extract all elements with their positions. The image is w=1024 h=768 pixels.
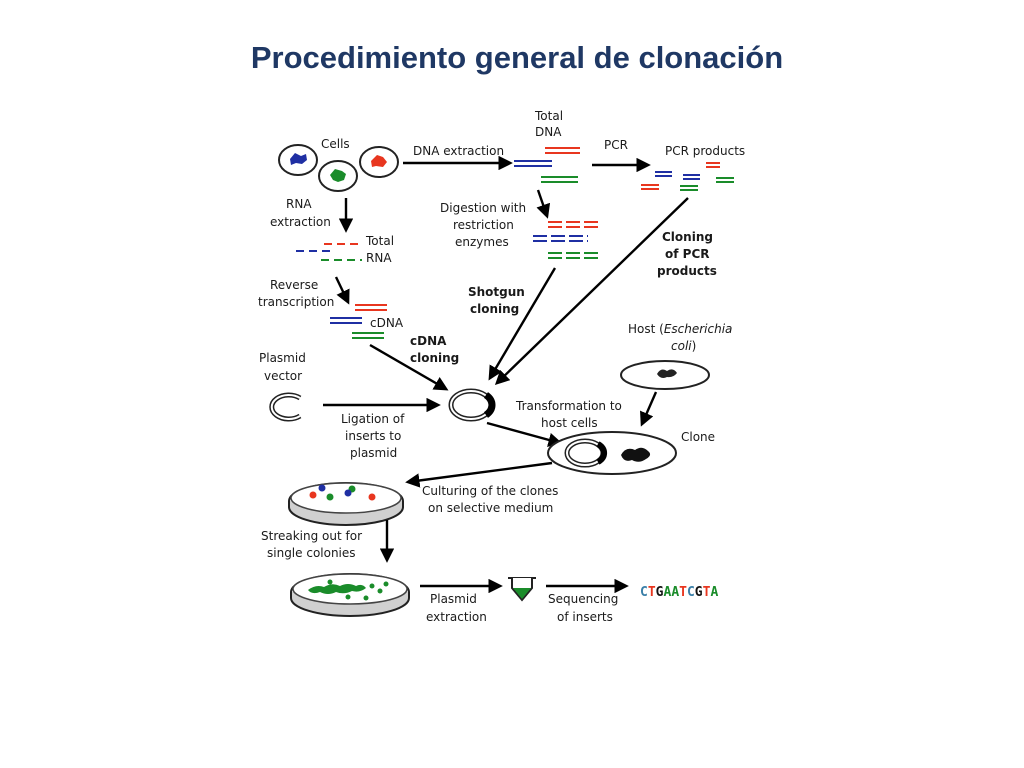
rna-extraction-label-2: extraction: [270, 215, 331, 229]
cdna-label: cDNA: [370, 316, 404, 330]
host-label-line2: coli): [671, 339, 696, 353]
base-0: C: [640, 585, 648, 600]
ligation-label-1: Ligation of: [341, 412, 405, 426]
tube-icon: [508, 577, 536, 602]
plasmid-vector-label-1: Plasmid: [259, 351, 306, 365]
digestion-label-1: Digestion with: [440, 201, 526, 215]
base-4: A: [671, 585, 679, 600]
cdna-cloning-label-1: cDNA: [410, 334, 447, 348]
base-2: G: [656, 585, 664, 600]
culturing-label-2: on selective medium: [428, 501, 553, 515]
clone-chromosome: [621, 447, 651, 462]
streaking-label-1: Streaking out for: [261, 529, 362, 543]
recombinant-plasmid: [448, 388, 496, 422]
cells-group: [278, 144, 399, 192]
sequencing-label-2: of inserts: [557, 610, 613, 624]
base-8: T: [703, 585, 711, 600]
page-title: Procedimiento general de clonación: [250, 40, 784, 75]
dna-sequence: CTGAATCGTA: [640, 585, 718, 600]
culture-petri-dish: [288, 482, 404, 526]
rna-extraction-label-1: RNA: [286, 197, 312, 211]
shotgun-label-1: Shotgun: [468, 285, 525, 299]
pcr-label: PCR: [604, 138, 628, 152]
base-7: G: [695, 585, 703, 600]
cdna-cloning-label-2: cloning: [410, 351, 459, 365]
cloning-pcr-label-1: Cloning: [662, 230, 713, 244]
cdna-strands: [330, 304, 387, 339]
total-dna-label-1: Total: [534, 109, 563, 123]
blue-cell-nucleus: [290, 153, 307, 165]
reverse-label-2: transcription: [258, 295, 334, 309]
total-dna-label-2: DNA: [535, 125, 562, 139]
base-1: T: [648, 585, 656, 600]
host-label-line1: Host (Escherichia: [628, 322, 732, 336]
sequencing-label-1: Sequencing: [548, 592, 618, 606]
clone-plasmid: [564, 438, 608, 468]
clone-label: Clone: [681, 430, 715, 444]
base-3: A: [663, 585, 671, 600]
plasmid-extraction-label-1: Plasmid: [430, 592, 477, 606]
streaking-label-2: single colonies: [267, 546, 356, 560]
total-rna-strands: [296, 243, 362, 261]
digestion-label-3: enzymes: [455, 235, 509, 249]
base-9: A: [710, 585, 718, 600]
reverse-label-1: Reverse: [270, 278, 318, 292]
culturing-label-1: Culturing of the clones: [422, 484, 558, 498]
digestion-label-2: restriction: [453, 218, 514, 232]
streak-petri-dish: [290, 573, 410, 617]
transformation-label-1: Transformation to: [515, 399, 622, 413]
pcr-products-strands: [641, 162, 734, 191]
ligation-label-2: inserts to: [345, 429, 401, 443]
single-colonies: [308, 579, 389, 601]
transformation-label-2: host cells: [541, 416, 598, 430]
cloning-pcr-label-2: of PCR: [665, 247, 709, 261]
shotgun-label-2: cloning: [470, 302, 519, 316]
pcr-products-label: PCR products: [665, 144, 745, 158]
cloning-pcr-label-3: products: [657, 264, 717, 278]
ligation-label-3: plasmid: [350, 446, 397, 460]
cells-label: Cells: [321, 137, 350, 151]
host-chromosome: [657, 369, 677, 378]
red-cell-nucleus: [371, 155, 387, 167]
total-dna-strands: [514, 147, 580, 183]
dna-extraction-label: DNA extraction: [413, 144, 504, 158]
base-5: T: [679, 585, 687, 600]
green-cell-nucleus: [330, 169, 346, 182]
colonies: [309, 484, 376, 501]
digested-fragments: [533, 221, 600, 259]
base-6: C: [687, 585, 695, 600]
plasmid-vector-label-2: vector: [264, 369, 302, 383]
plasmid-extraction-label-2: extraction: [426, 610, 487, 624]
total-rna-label-1: Total: [365, 234, 394, 248]
total-rna-label-2: RNA: [366, 251, 392, 265]
